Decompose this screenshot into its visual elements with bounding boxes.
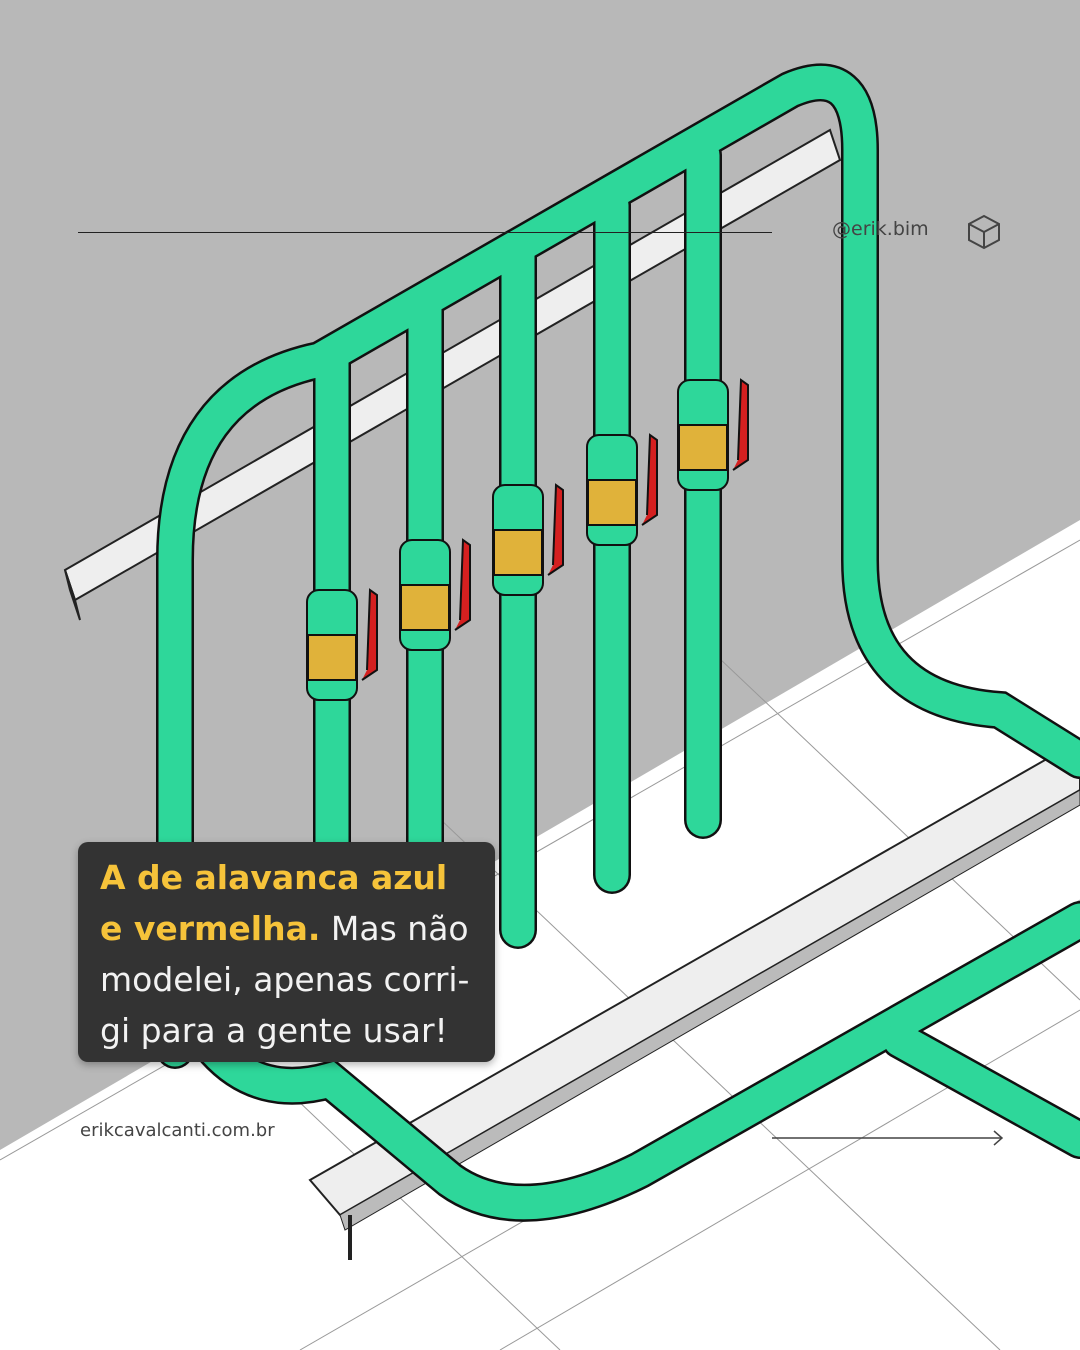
author-handle: @erik.bim [832,218,929,240]
caption-body: Mas não modelei, apenas corri-gi para a … [100,909,470,1050]
website-link[interactable]: erikcavalcanti.com.br [80,1120,275,1141]
header-divider [78,232,772,233]
floor-strut-channel [308,738,1080,1260]
cube-icon [968,214,1000,250]
caption-highlight: A de alavanca azul e vermelha. [100,858,448,948]
wall-strut-channel [63,128,842,621]
caption-callout: A de alavanca azul e vermelha. Mas não m… [78,842,495,1062]
arrow-right-icon[interactable] [772,1128,1006,1148]
ball-valves [306,378,749,701]
